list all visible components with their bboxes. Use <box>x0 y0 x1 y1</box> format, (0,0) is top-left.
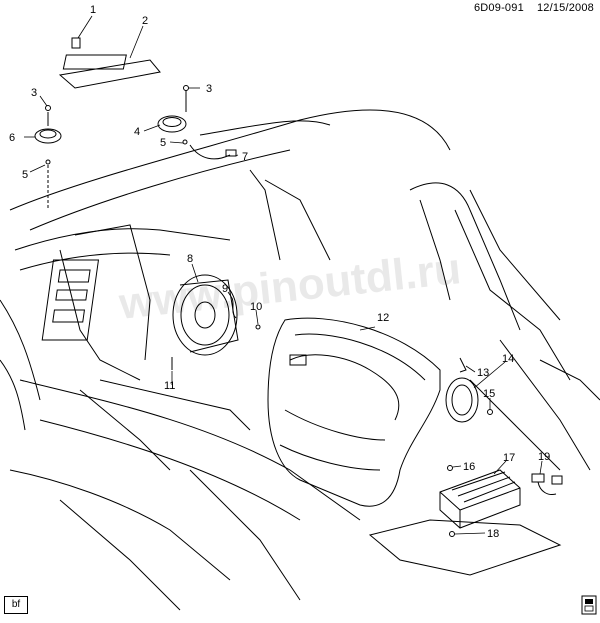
parts <box>34 37 563 576</box>
corner-tag: bf <box>4 596 28 614</box>
watermark: www.pinoutdl.ru <box>116 244 463 329</box>
bolt-18 <box>449 531 455 537</box>
callout-6: 6 <box>9 132 15 144</box>
callout-19: 19 <box>538 451 550 463</box>
diagram-code: 6D09-091 <box>473 2 524 14</box>
callout-labels: 1 2 3 3 4 5 5 6 7 8 9 10 11 12 13 14 15 … <box>9 4 550 540</box>
callout-15: 15 <box>483 388 495 400</box>
callout-14: 14 <box>502 353 514 365</box>
callout-18: 18 <box>487 528 499 540</box>
clip-13 <box>459 357 467 373</box>
callout-8: 8 <box>187 253 193 265</box>
callout-16: 16 <box>463 461 475 473</box>
callout-5b: 5 <box>160 137 166 149</box>
callout-3a: 3 <box>31 87 37 99</box>
callout-2: 2 <box>142 15 148 27</box>
callout-10: 10 <box>250 301 262 313</box>
tweeter-speaker-left <box>34 105 62 210</box>
logo-stamp <box>581 595 597 615</box>
callout-17: 17 <box>503 452 515 464</box>
radio-amplifier <box>439 469 521 529</box>
diagram-date: 12/15/2008 <box>536 2 594 14</box>
amplifier-harness <box>531 473 563 495</box>
rear-door-trim-panel <box>267 317 441 507</box>
callout-3b: 3 <box>206 83 212 95</box>
callout-4: 4 <box>134 126 140 138</box>
fastener-15 <box>487 409 493 415</box>
overhead-console-part <box>58 37 161 89</box>
fastener-10 <box>255 324 261 330</box>
amplifier-bracket <box>368 519 562 576</box>
rear-door-speaker <box>445 377 479 423</box>
callout-13: 13 <box>477 367 489 379</box>
diagram-header: 6D09-091 12/15/2008 <box>474 2 594 14</box>
tweeter-speaker-right <box>157 85 237 160</box>
vehicle-outline <box>0 109 600 611</box>
speaker-harness <box>231 297 237 319</box>
callout-12: 12 <box>377 312 389 324</box>
bolt-16 <box>447 465 453 471</box>
callout-9: 9 <box>222 283 228 295</box>
callout-1: 1 <box>90 4 96 16</box>
callout-5a: 5 <box>22 169 28 181</box>
leader-lines <box>24 15 543 535</box>
callout-7: 7 <box>242 151 248 163</box>
callout-11: 11 <box>164 380 175 392</box>
